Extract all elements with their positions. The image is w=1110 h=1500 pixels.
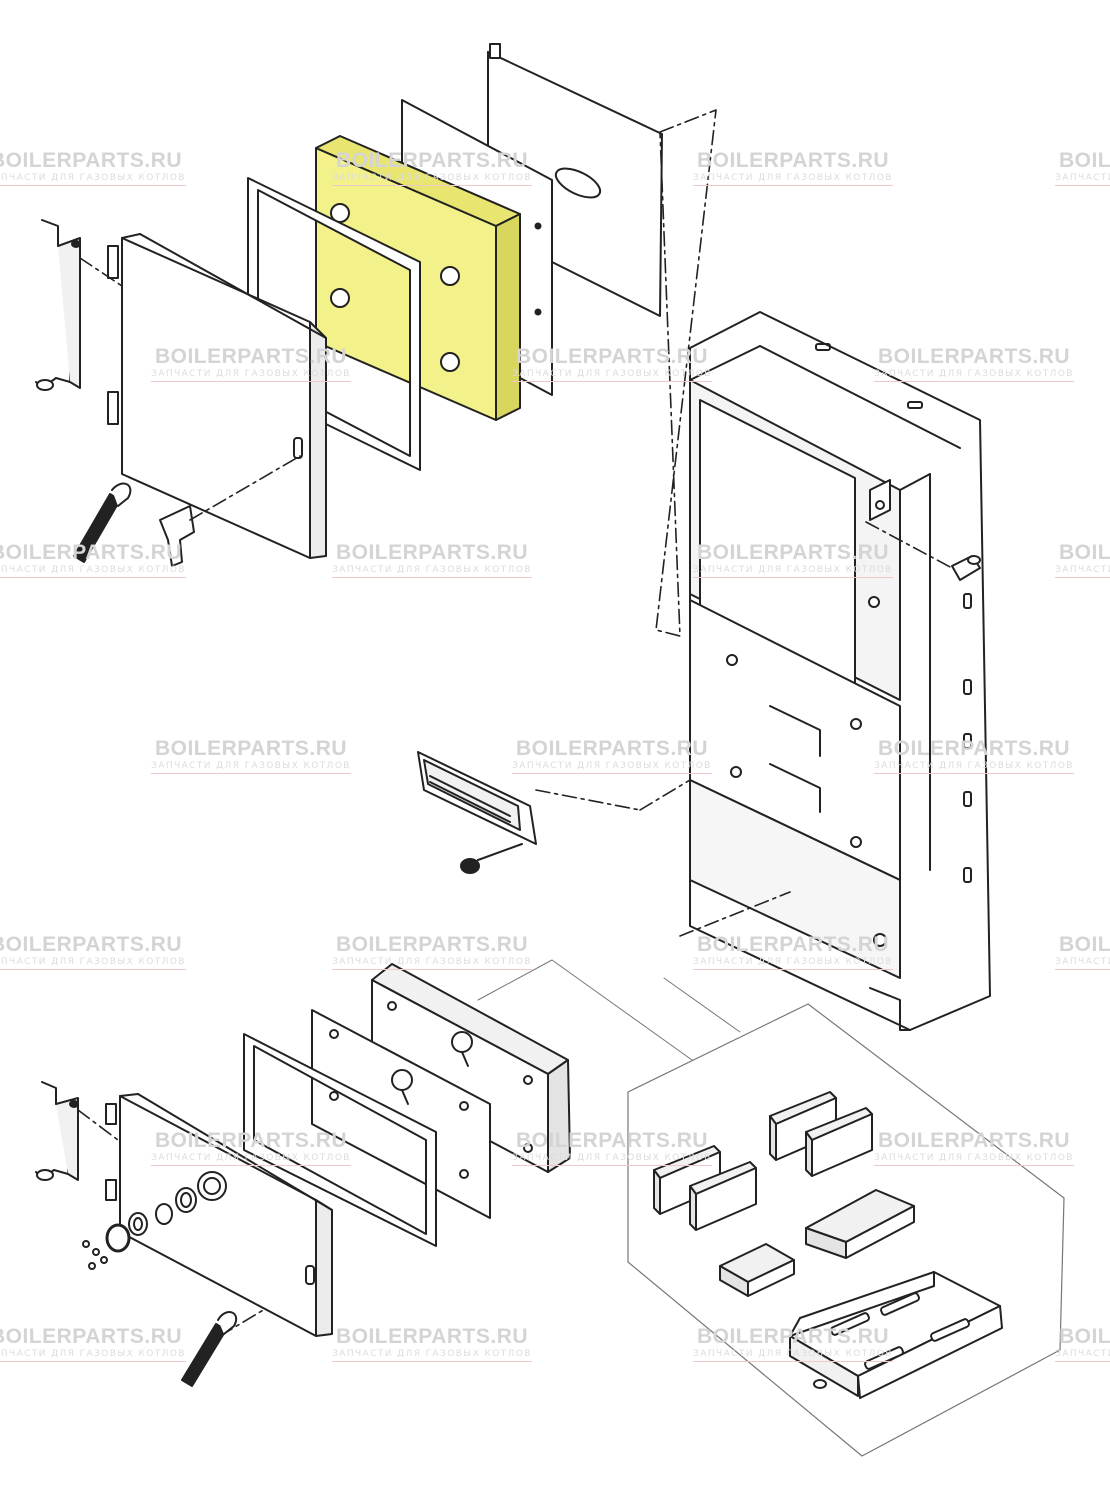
watermark: BOILERPARTS.RU ЗАПЧАСТИ ДЛЯ ГАЗОВЫХ КОТЛ… (312, 542, 552, 578)
watermark-subtitle: ЗАПЧАСТИ ДЛЯ ГАЗОВЫХ КОТЛОВ (0, 957, 186, 967)
watermark-subtitle: ЗАПЧАСТИ ДЛЯ ГАЗОВЫХ КОТЛОВ (512, 761, 712, 771)
block-pair-left (653, 1145, 757, 1231)
watermark-subtitle: ЗАПЧАСТИ ДЛЯ ГАЗОВЫХ КОТЛОВ (1055, 957, 1110, 967)
watermark: BOILERPARTS.RU ЗАПЧАСТИ ДЛЯ ГАЗОВЫХ КОТЛ… (492, 1130, 732, 1166)
watermark-title: BOILERPARTS.RU (1058, 149, 1110, 172)
watermark-title: BOILERPARTS.RU (515, 1129, 709, 1152)
watermark-subtitle: ЗАПЧАСТИ ДЛЯ ГАЗОВЫХ КОТЛОВ (0, 173, 186, 183)
tray (789, 1271, 1003, 1399)
watermark-subtitle: ЗАПЧАСТИ ДЛЯ ГАЗОВЫХ КОТЛОВ (693, 1349, 893, 1359)
watermark-title: BOILERPARTS.RU (335, 541, 529, 564)
watermark-title: BOILERPARTS.RU (696, 933, 890, 956)
watermark-title: BOILERPARTS.RU (0, 1325, 183, 1348)
housing-body (689, 311, 991, 1031)
watermark: BOILERPARTS.RU ЗАПЧАСТИ ДЛЯ ГАЗОВЫХ КОТЛ… (492, 346, 732, 382)
watermark: BOILERPARTS.RU ЗАПЧАСТИ ДЛЯ ГАЗОВЫХ КОТЛ… (1035, 150, 1110, 186)
watermark-subtitle: ЗАПЧАСТИ ДЛЯ ГАЗОВЫХ КОТЛОВ (512, 369, 712, 379)
small-block (719, 1243, 795, 1297)
watermark: BOILERPARTS.RU ЗАПЧАСТИ ДЛЯ ГАЗОВЫХ КОТЛ… (854, 346, 1094, 382)
watermark-title: BOILERPARTS.RU (154, 345, 348, 368)
watermark-title: BOILERPARTS.RU (335, 149, 529, 172)
watermark-title: BOILERPARTS.RU (335, 933, 529, 956)
watermark-title: BOILERPARTS.RU (696, 1325, 890, 1348)
watermark-subtitle: ЗАПЧАСТИ ДЛЯ ГАЗОВЫХ КОТЛОВ (1055, 1349, 1110, 1359)
watermark: BOILERPARTS.RU ЗАПЧАСТИ ДЛЯ ГАЗОВЫХ КОТЛ… (673, 150, 913, 186)
watermark-title: BOILERPARTS.RU (877, 737, 1071, 760)
watermark-subtitle: ЗАПЧАСТИ ДЛЯ ГАЗОВЫХ КОТЛОВ (874, 761, 1074, 771)
watermark-title: BOILERPARTS.RU (0, 933, 183, 956)
watermark: BOILERPARTS.RU ЗАПЧАСТИ ДЛЯ ГАЗОВЫХ КОТЛ… (131, 738, 371, 774)
watermark: BOILERPARTS.RU ЗАПЧАСТИ ДЛЯ ГАЗОВЫХ КОТЛ… (0, 150, 206, 186)
watermark-title: BOILERPARTS.RU (1058, 541, 1110, 564)
watermark: BOILERPARTS.RU ЗАПЧАСТИ ДЛЯ ГАЗОВЫХ КОТЛ… (312, 934, 552, 970)
watermark-title: BOILERPARTS.RU (335, 1325, 529, 1348)
watermark: BOILERPARTS.RU ЗАПЧАСТИ ДЛЯ ГАЗОВЫХ КОТЛ… (673, 542, 913, 578)
watermark-title: BOILERPARTS.RU (877, 1129, 1071, 1152)
watermark-title: BOILERPARTS.RU (696, 149, 890, 172)
watermark-title: BOILERPARTS.RU (696, 541, 890, 564)
watermark-subtitle: ЗАПЧАСТИ ДЛЯ ГАЗОВЫХ КОТЛОВ (332, 1349, 532, 1359)
watermark: BOILERPARTS.RU ЗАПЧАСТИ ДЛЯ ГАЗОВЫХ КОТЛ… (673, 1326, 913, 1362)
watermark-title: BOILERPARTS.RU (515, 737, 709, 760)
watermark-subtitle: ЗАПЧАСТИ ДЛЯ ГАЗОВЫХ КОТЛОВ (332, 173, 532, 183)
middle-bracket (417, 751, 537, 845)
lower-gasket (243, 1033, 437, 1247)
watermark: BOILERPARTS.RU ЗАПЧАСТИ ДЛЯ ГАЗОВЫХ КОТЛ… (131, 1130, 371, 1166)
watermark: BOILERPARTS.RU ЗАПЧАСТИ ДЛЯ ГАЗОВЫХ КОТЛ… (312, 1326, 552, 1362)
watermark-subtitle: ЗАПЧАСТИ ДЛЯ ГАЗОВЫХ КОТЛОВ (332, 957, 532, 967)
watermark-title: BOILERPARTS.RU (154, 737, 348, 760)
latch-upper (73, 482, 132, 563)
watermark: BOILERPARTS.RU ЗАПЧАСТИ ДЛЯ ГАЗОВЫХ КОТЛ… (1035, 1326, 1110, 1362)
watermark-subtitle: ЗАПЧАСТИ ДЛЯ ГАЗОВЫХ КОТЛОВ (151, 761, 351, 771)
leader-lines (477, 959, 741, 1061)
watermark: BOILERPARTS.RU ЗАПЧАСТИ ДЛЯ ГАЗОВЫХ КОТЛ… (673, 934, 913, 970)
insulation-panel-highlighted (315, 135, 521, 421)
watermark-title: BOILERPARTS.RU (0, 541, 183, 564)
watermark-subtitle: ЗАПЧАСТИ ДЛЯ ГАЗОВЫХ КОТЛОВ (512, 1153, 712, 1163)
watermark: BOILERPARTS.RU ЗАПЧАСТИ ДЛЯ ГАЗОВЫХ КОТЛ… (0, 1326, 206, 1362)
watermark-title: BOILERPARTS.RU (1058, 1325, 1110, 1348)
wall-bracket-upper (35, 219, 81, 391)
watermark: BOILERPARTS.RU ЗАПЧАСТИ ДЛЯ ГАЗОВЫХ КОТЛ… (1035, 934, 1110, 970)
watermark-subtitle: ЗАПЧАСТИ ДЛЯ ГАЗОВЫХ КОТЛОВ (1055, 173, 1110, 183)
watermark: BOILERPARTS.RU ЗАПЧАСТИ ДЛЯ ГАЗОВЫХ КОТЛ… (0, 934, 206, 970)
hook-clip-upper (159, 505, 195, 567)
watermark: BOILERPARTS.RU ЗАПЧАСТИ ДЛЯ ГАЗОВЫХ КОТЛ… (492, 738, 732, 774)
watermark-subtitle: ЗАПЧАСТИ ДЛЯ ГАЗОВЫХ КОТЛОВ (693, 957, 893, 967)
watermark: BOILERPARTS.RU ЗАПЧАСТИ ДЛЯ ГАЗОВЫХ КОТЛ… (131, 346, 371, 382)
watermark-title: BOILERPARTS.RU (1058, 933, 1110, 956)
watermark: BOILERPARTS.RU ЗАПЧАСТИ ДЛЯ ГАЗОВЫХ КОТЛ… (1035, 542, 1110, 578)
watermark-title: BOILERPARTS.RU (515, 345, 709, 368)
watermark-subtitle: ЗАПЧАСТИ ДЛЯ ГАЗОВЫХ КОТЛОВ (151, 369, 351, 379)
watermark-subtitle: ЗАПЧАСТИ ДЛЯ ГАЗОВЫХ КОТЛОВ (151, 1153, 351, 1163)
watermark-title: BOILERPARTS.RU (154, 1129, 348, 1152)
watermark-title: BOILERPARTS.RU (877, 345, 1071, 368)
watermark-subtitle: ЗАПЧАСТИ ДЛЯ ГАЗОВЫХ КОТЛОВ (874, 1153, 1074, 1163)
watermark-title: BOILERPARTS.RU (0, 149, 183, 172)
side-pin (951, 555, 981, 581)
block-pair-top (769, 1091, 873, 1177)
watermark-subtitle: ЗАПЧАСТИ ДЛЯ ГАЗОВЫХ КОТЛОВ (332, 565, 532, 575)
wall-bracket-lower (35, 1081, 79, 1181)
latch-lower (181, 1311, 237, 1387)
middle-knob (460, 843, 523, 874)
watermark: BOILERPARTS.RU ЗАПЧАСТИ ДЛЯ ГАЗОВЫХ КОТЛ… (0, 542, 206, 578)
watermark-subtitle: ЗАПЧАСТИ ДЛЯ ГАЗОВЫХ КОТЛОВ (874, 369, 1074, 379)
watermark: BOILERPARTS.RU ЗАПЧАСТИ ДЛЯ ГАЗОВЫХ КОТЛ… (854, 738, 1094, 774)
watermark-subtitle: ЗАПЧАСТИ ДЛЯ ГАЗОВЫХ КОТЛОВ (693, 173, 893, 183)
watermark-subtitle: ЗАПЧАСТИ ДЛЯ ГАЗОВЫХ КОТЛОВ (0, 1349, 186, 1359)
grommet-set (82, 1171, 227, 1270)
watermark-subtitle: ЗАПЧАСТИ ДЛЯ ГАЗОВЫХ КОТЛОВ (0, 565, 186, 575)
watermark: BOILERPARTS.RU ЗАПЧАСТИ ДЛЯ ГАЗОВЫХ КОТЛ… (312, 150, 552, 186)
watermark-subtitle: ЗАПЧАСТИ ДЛЯ ГАЗОВЫХ КОТЛОВ (1055, 565, 1110, 575)
watermark: BOILERPARTS.RU ЗАПЧАСТИ ДЛЯ ГАЗОВЫХ КОТЛ… (854, 1130, 1094, 1166)
wide-block (805, 1189, 915, 1259)
watermark-subtitle: ЗАПЧАСТИ ДЛЯ ГАЗОВЫХ КОТЛОВ (693, 565, 893, 575)
lower-front-cover (105, 1093, 333, 1337)
